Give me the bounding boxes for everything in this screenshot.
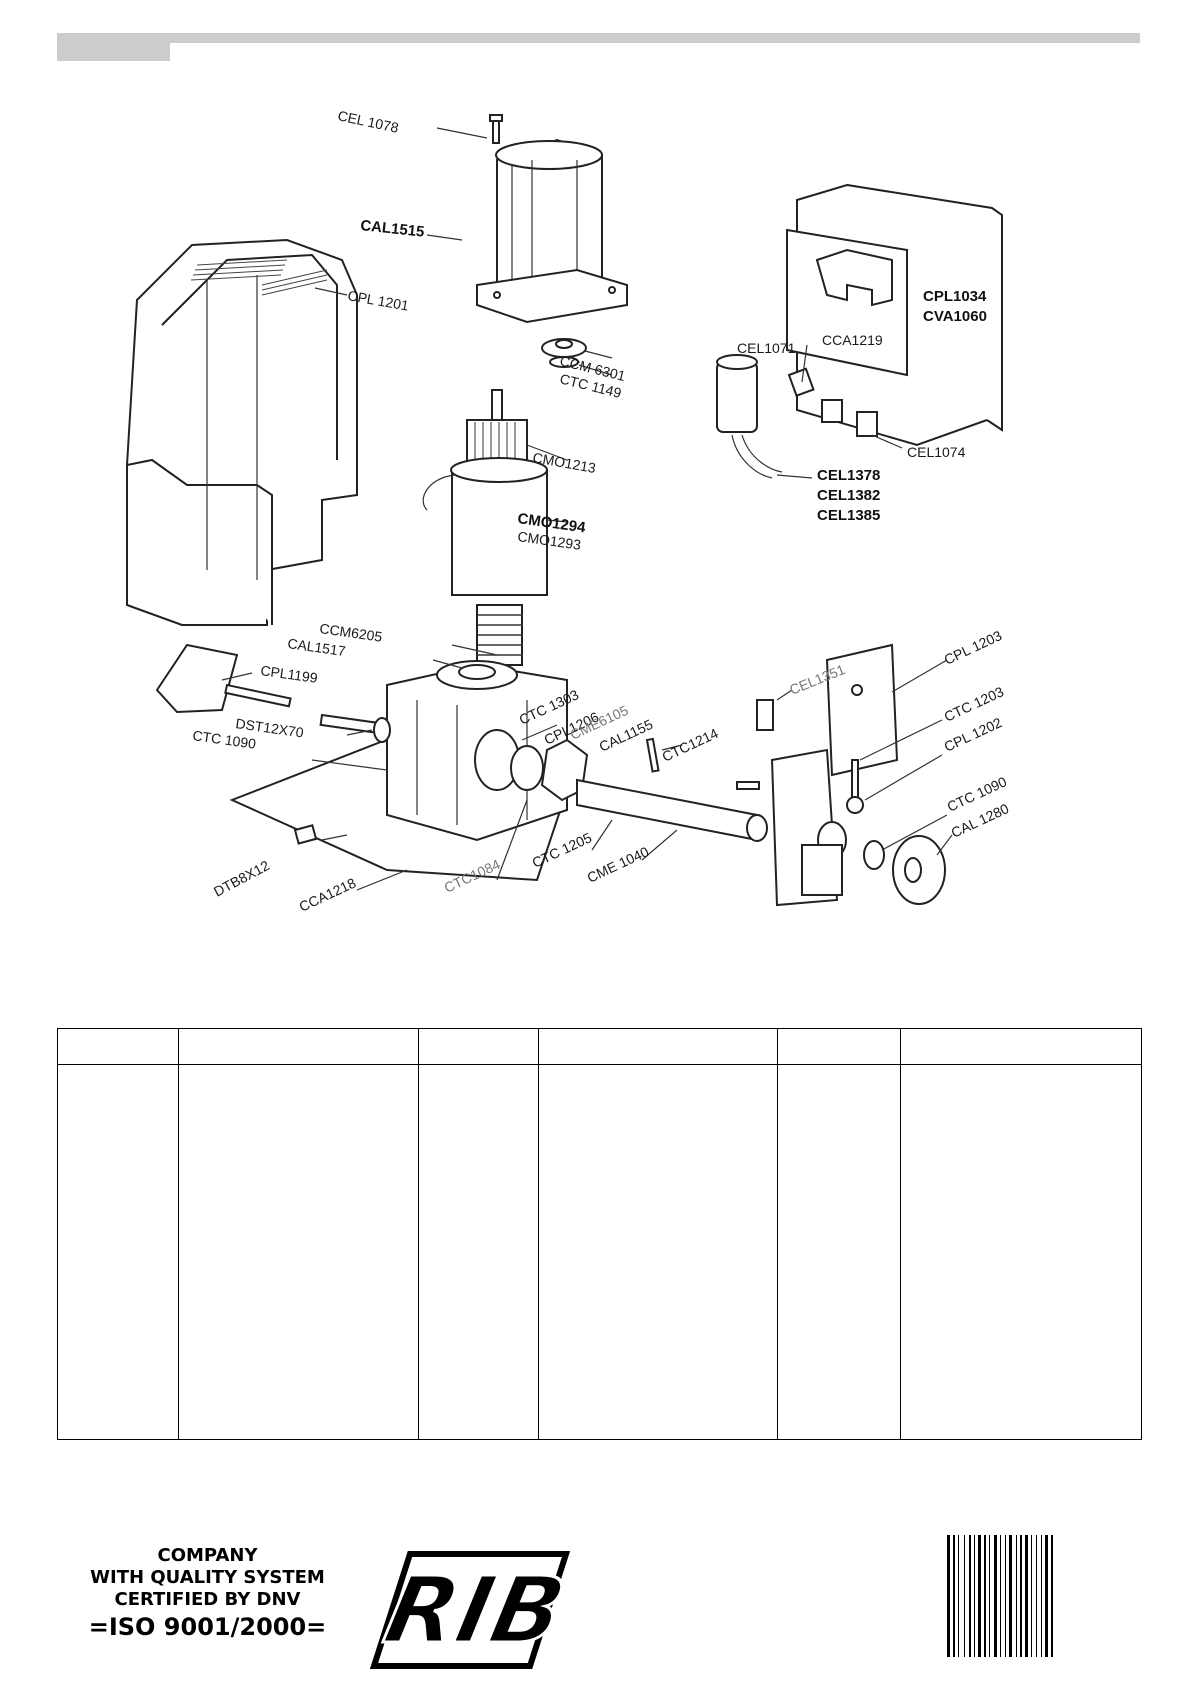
label-cme1040: CME 1040 <box>585 843 652 886</box>
barcode-bar <box>953 1535 955 1657</box>
cert-iso: =ISO 9001/2000= <box>88 1613 327 1641</box>
label-cca1218: CCA1218 <box>297 874 359 914</box>
barcode-bar <box>1025 1535 1028 1657</box>
label-cca1219: CCA1219 <box>822 332 883 348</box>
leader-lines <box>221 127 953 891</box>
label-cel1382: CEL1382 <box>817 487 880 504</box>
parts-table <box>56 1028 1143 1440</box>
cert-line-dnv: CERTIFIED BY DNV <box>114 1589 301 1610</box>
label-ctc1214: CTC1214 <box>660 725 721 765</box>
exploded-parts-diagram: CEL 1078 CAL1515 CPL 1201 CCM 6301 CTC 1… <box>57 100 1140 1000</box>
barcode-bar <box>1051 1535 1053 1657</box>
table-cell <box>537 1064 778 1440</box>
barcode-bar <box>1000 1535 1001 1657</box>
label-cal1517: CAL1517 <box>287 635 347 659</box>
capacitor-cel1378 <box>716 354 783 479</box>
barcode-bar <box>1016 1535 1017 1657</box>
barcode-bar <box>984 1535 986 1657</box>
table-header-cell <box>417 1028 539 1065</box>
connector-cel1071 <box>787 367 815 397</box>
release-key-cpl1199 <box>155 643 292 714</box>
table-header-cell <box>537 1028 778 1065</box>
label-cel1074: CEL1074 <box>907 444 966 460</box>
label-cva1060: CVA1060 <box>923 308 987 325</box>
housing-cpl1201 <box>126 238 358 626</box>
cert-line-quality: WITH QUALITY SYSTEM <box>90 1567 325 1588</box>
screw-cel1078 <box>489 114 503 144</box>
motor-rotor-cmo1213 <box>422 389 548 666</box>
label-cel1078: CEL 1078 <box>336 107 400 136</box>
barcode-bar <box>994 1535 997 1657</box>
barcode-bar <box>978 1535 981 1657</box>
label-cel1071: CEL1071 <box>737 340 796 356</box>
quality-certification: COMPANY WITH QUALITY SYSTEM CERTIFIED BY… <box>80 1545 335 1641</box>
bearing-ccm6301 <box>541 338 587 368</box>
table-header-cell <box>899 1028 1143 1065</box>
table-cell <box>56 1064 180 1440</box>
table-header-cell <box>776 1028 901 1065</box>
barcode-bar <box>1020 1535 1022 1657</box>
table-header-cell <box>178 1028 419 1065</box>
barcode-bar <box>969 1535 971 1657</box>
rib-logo-text: RIB <box>376 1557 570 1664</box>
barcode-bar <box>958 1535 959 1657</box>
table-cell <box>178 1064 419 1440</box>
header-bar <box>57 33 1140 43</box>
barcode-bar <box>964 1535 965 1657</box>
barcode-bar <box>989 1535 990 1657</box>
table-header-row <box>56 1028 1143 1065</box>
rib-logo: RIB <box>369 1550 576 1670</box>
barcode-bar <box>1005 1535 1006 1657</box>
label-dtb8x12: DTB8X12 <box>211 857 272 900</box>
label-cel1385: CEL1385 <box>817 507 880 524</box>
control-box-cpl1034 <box>786 183 1003 447</box>
motor-cover-cal1515 <box>476 138 628 324</box>
label-cel1378: CEL1378 <box>817 467 880 484</box>
barcode-bar <box>947 1535 950 1657</box>
table-cell <box>776 1064 901 1440</box>
pinion-cal1280 <box>863 835 946 905</box>
barcode-bar <box>1036 1535 1037 1657</box>
barcode <box>945 1535 1105 1657</box>
table-cell <box>417 1064 539 1440</box>
barcode-bar <box>1031 1535 1032 1657</box>
screw-dtb8x12 <box>293 824 318 845</box>
barcode-bar <box>1009 1535 1012 1657</box>
table-row <box>56 1064 1143 1440</box>
table-cell <box>899 1064 1143 1440</box>
label-cpl1199: CPL1199 <box>260 662 319 686</box>
label-cpl1203: CPL 1203 <box>942 627 1005 668</box>
bolt-dst12x70 <box>319 713 391 743</box>
table-header-cell <box>56 1028 180 1065</box>
shaft-assembly-cme1040 <box>474 729 768 842</box>
barcode-bar <box>1045 1535 1048 1657</box>
bracket-cpl1203 <box>756 643 899 907</box>
barcode-bar <box>974 1535 975 1657</box>
label-cal1515: CAL1515 <box>360 217 426 241</box>
barcode-bar <box>1041 1535 1042 1657</box>
cert-line-company: COMPANY <box>157 1545 258 1566</box>
label-cpl1034: CPL1034 <box>923 288 987 305</box>
header-tab <box>57 33 170 61</box>
